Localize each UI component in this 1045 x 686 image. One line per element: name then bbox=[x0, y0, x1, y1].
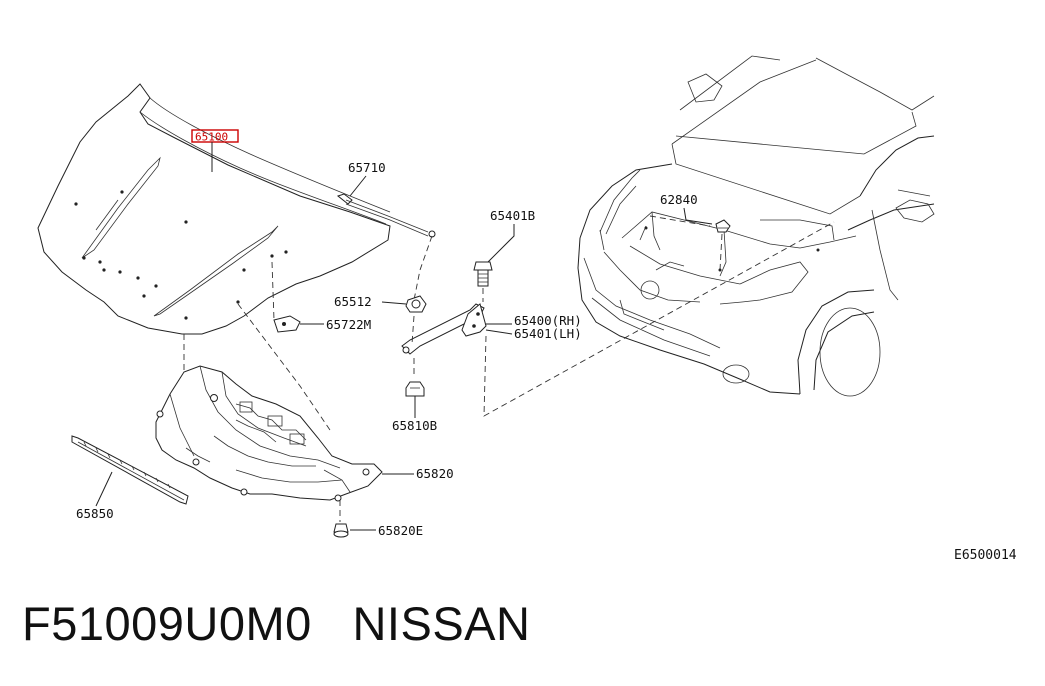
hood-stay-label: 65710 bbox=[348, 160, 386, 175]
part-number: F51009U0M0 bbox=[22, 597, 312, 650]
stopper-rubber-label: 65512 bbox=[334, 294, 372, 309]
hood-callout-box bbox=[191, 129, 239, 143]
hood-insulator bbox=[155, 365, 383, 502]
brand-name: NISSAN bbox=[352, 597, 531, 650]
insulator-label: 65820 bbox=[416, 466, 454, 481]
hinge-nut bbox=[405, 381, 425, 397]
hood-hinge bbox=[401, 303, 487, 355]
hood-stopper-rubber bbox=[405, 295, 427, 313]
hood-panel bbox=[37, 83, 391, 335]
hood-callout: 65100 bbox=[195, 131, 228, 144]
footer-caption: F51009U0M0 NISSAN bbox=[22, 596, 530, 651]
insulator-clip-label: 65820E bbox=[378, 523, 423, 538]
nut-label: 65810B bbox=[392, 418, 437, 433]
hinge-bolt bbox=[473, 261, 493, 287]
clip-label: 65722M bbox=[326, 317, 371, 332]
hood-stay-rod bbox=[336, 193, 436, 238]
lock-bumper-label: 62840 bbox=[660, 192, 698, 207]
vehicle-illustration bbox=[577, 55, 935, 397]
hinge-lh-label: 65401(LH) bbox=[514, 326, 582, 341]
hinge-bolt-label: 65401B bbox=[490, 208, 535, 223]
insulator-clip bbox=[333, 523, 349, 538]
diagram-code: E6500014 bbox=[954, 548, 1017, 563]
seal-strip bbox=[71, 435, 189, 505]
hinge-rh-label: 65400(RH) bbox=[514, 313, 582, 328]
hood-clip bbox=[273, 315, 301, 333]
seal-strip-label: 65850 bbox=[76, 506, 114, 521]
